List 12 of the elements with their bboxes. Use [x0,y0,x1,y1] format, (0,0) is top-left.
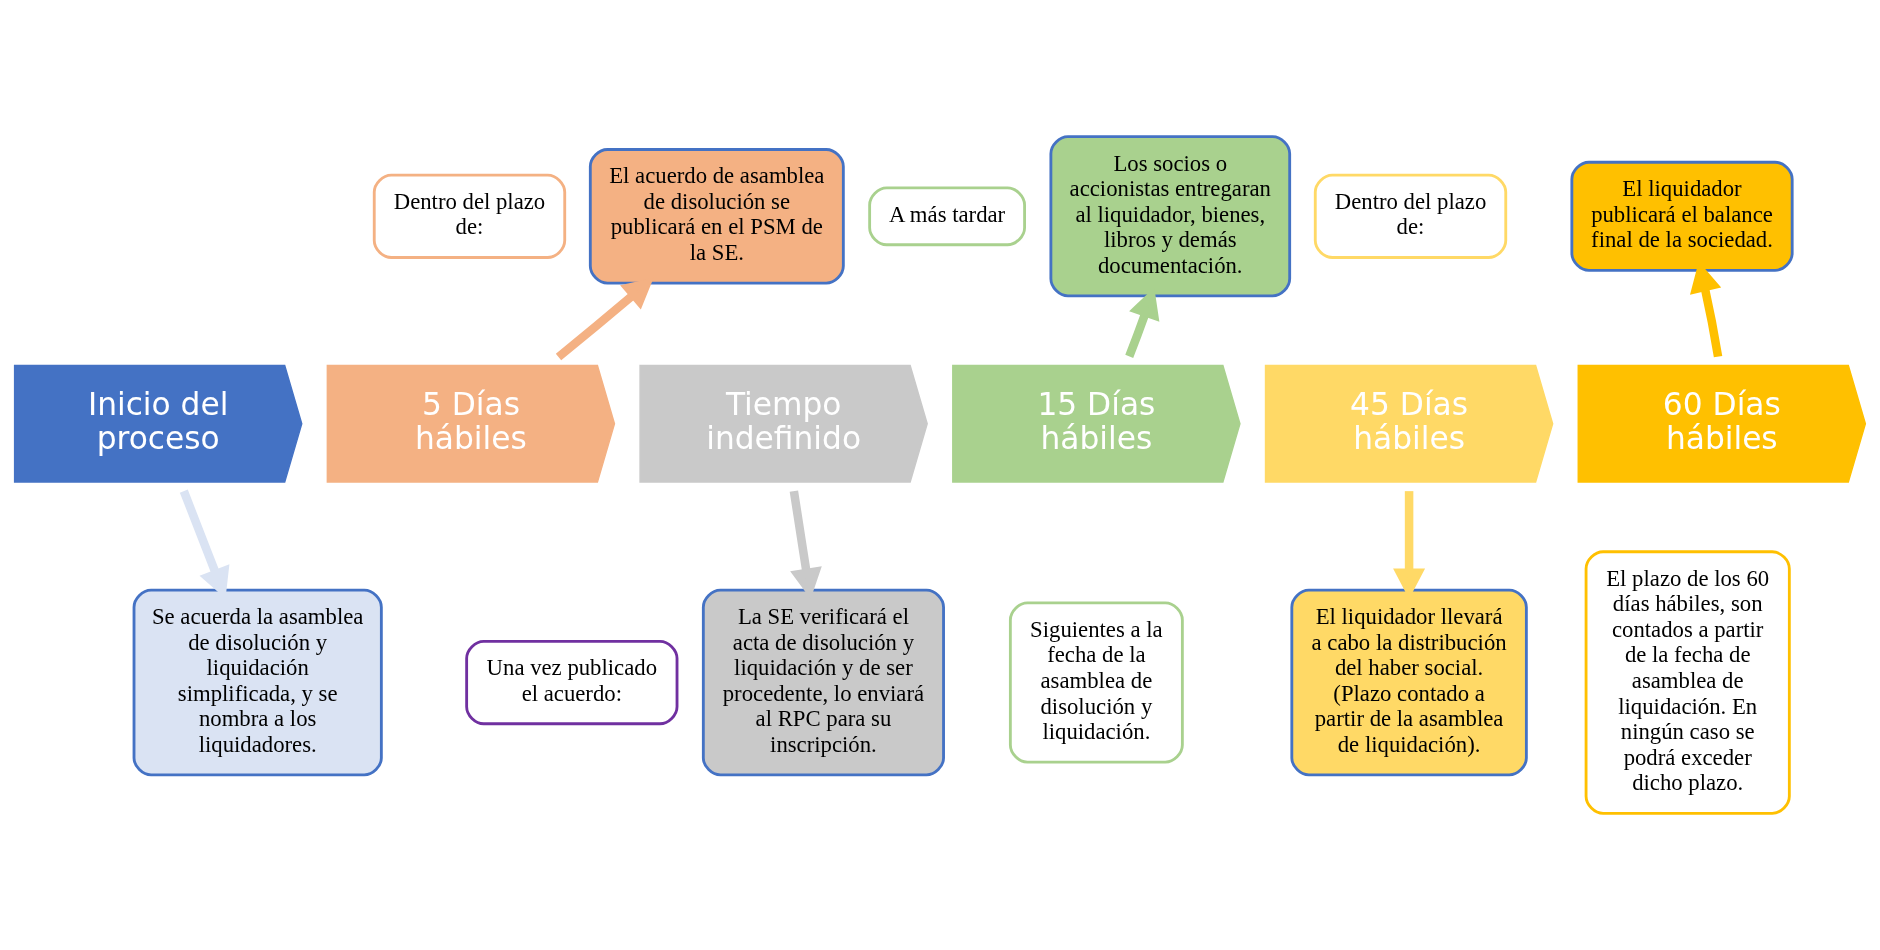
node-box: Una vez publicado el acuerdo: [465,639,679,726]
node-box: Se acuerda la asamblea de disolución y liquidación simplificada, y se nombra a los liquidadores. [132,588,383,777]
node-box: Siguientes a la fecha de la asamblea de disolución y liquidación. [1008,601,1184,764]
node-box: El liquidador publicará el balance final de la sociedad. [1570,160,1794,272]
node-box: Dentro del plazo de: [372,173,567,259]
node-box: El liquidador llevará a cabo la distribución del haber social. (Plazo contado a partir de la asamblea de liquidación). [1290,588,1528,777]
node-box: A más tardar [868,186,1026,247]
node-box: El acuerdo de asamblea de disolución se publicará en el PSM de la SE. [588,148,845,285]
node-box: La SE verificará el acta de disolución y liquidación y de ser procedente, lo enviará al RPC para su inscripción. [701,588,945,777]
node-box: El plazo de los 60 días hábiles, son contados a partir de la fecha de asamblea de liquidación. En ningún caso se podrá exceder dicho plazo. [1584,550,1791,815]
node-box: Dentro del plazo de: [1313,173,1508,259]
node-box: Los socios o accionistas entregaran al liquidador, bienes, libros y demás documentación. [1049,135,1292,298]
